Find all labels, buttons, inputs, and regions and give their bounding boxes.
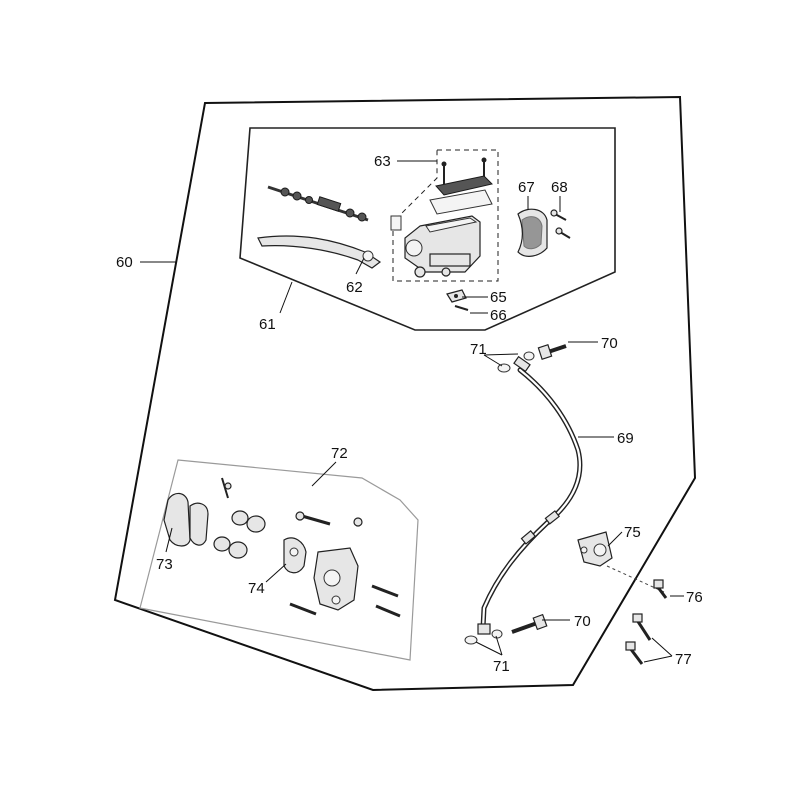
leader-62 [355,257,365,275]
callout-71-upper: 71 [470,341,487,358]
caliper-frame-72 [139,459,419,661]
callout-76: 76 [686,589,703,606]
leader-77-a [651,637,673,657]
leader-71-upper-b [483,353,519,356]
callout-68: 68 [551,179,568,196]
caliper-body [313,547,359,611]
assembly-frame-60 [113,95,697,692]
reservoir-group-frame-63 [392,149,499,282]
callout-72: 72 [331,445,348,462]
screw-66 [454,305,469,311]
caliper-bracket-74 [283,537,307,574]
guide-bolt-line [606,565,665,593]
pin-parts [221,477,232,499]
banjo-bolt-70-upper [537,343,567,361]
brake-pads-73 [163,492,209,547]
callout-61: 61 [259,316,276,333]
leader-71-upper-a [483,354,503,367]
bolt-76 [653,579,668,599]
switch-65 [446,289,467,303]
clamp-bolts-68 [550,209,571,239]
callout-75: 75 [624,524,641,541]
leader-72 [311,461,337,487]
callout-71-lower: 71 [493,658,510,675]
caliper-bolts [289,511,401,618]
leader-77-b [643,655,673,663]
callout-67: 67 [518,179,535,196]
leader-71-lower-a [475,641,503,656]
callout-60: 60 [116,254,133,271]
callout-62: 62 [346,279,363,296]
washers-71-lower [464,629,503,645]
brake-lever-62 [257,235,382,269]
callout-65: 65 [490,289,507,306]
leader-74 [265,563,287,583]
master-cylinder-frame-61 [239,127,616,331]
master-cylinder-body [390,215,481,278]
reservoir-cover-63 [429,157,493,215]
hose-guide-75 [577,531,613,567]
leader-75 [607,531,623,547]
piston-kit-61 [267,185,369,222]
callout-70-upper: 70 [601,335,618,352]
bolts-77 [625,613,652,665]
callout-70-lower: 70 [574,613,591,630]
banjo-bolt-70-lower [511,613,548,634]
brake-hose-69 [477,355,583,635]
leader-61 [279,281,293,314]
washers-71-upper [497,351,535,373]
handlebar-clamp-67 [517,208,548,257]
callout-74: 74 [248,580,265,597]
callout-66: 66 [490,307,507,324]
callout-77: 77 [675,651,692,668]
callout-63: 63 [374,153,391,170]
leader-73 [165,527,173,553]
leader-71-lower-b [495,635,503,656]
piston-seals [213,510,266,559]
callout-73: 73 [156,556,173,573]
callout-69: 69 [617,430,634,447]
